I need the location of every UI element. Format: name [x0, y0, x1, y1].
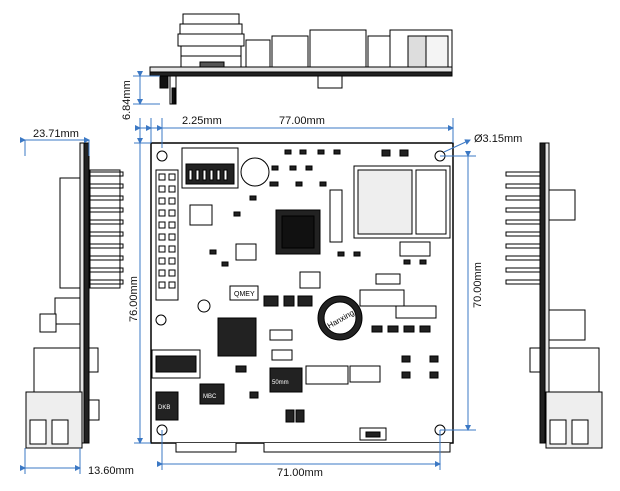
dimension-lines [20, 71, 476, 474]
right-side-profile [505, 142, 603, 449]
dim-hole-spacing-x: 71.00mm [277, 467, 323, 479]
relay [269, 367, 303, 393]
left-side-profile [25, 142, 124, 449]
top-side-profile [149, 13, 453, 105]
pcb-top-view [150, 142, 454, 453]
dim-stack-height: 6.84mm [121, 80, 133, 120]
chip-silkscreen: MBC [203, 394, 217, 400]
dim-side-height: 23.71mm [33, 128, 79, 140]
chip2-silkscreen: DKB [158, 405, 170, 411]
buzzer [240, 157, 270, 187]
dim-offset-left: 2.25mm [182, 115, 222, 127]
memory-chip [217, 317, 257, 357]
mounting-hole [156, 150, 168, 162]
dim-hole-spacing-y: 70.00mm [472, 262, 484, 308]
dim-board-height: 76.00mm [128, 276, 140, 322]
crystal-silkscreen: QMEY [234, 291, 255, 298]
dim-board-width: 77.00mm [279, 115, 325, 127]
ic-mbc [199, 383, 225, 405]
dim-usb-offset: 13.60mm [88, 465, 134, 477]
dim-hole-diameter: Ø3.15mm [474, 133, 523, 145]
ic-dkb [155, 391, 179, 421]
relay-silkscreen: 50mm [272, 380, 289, 386]
